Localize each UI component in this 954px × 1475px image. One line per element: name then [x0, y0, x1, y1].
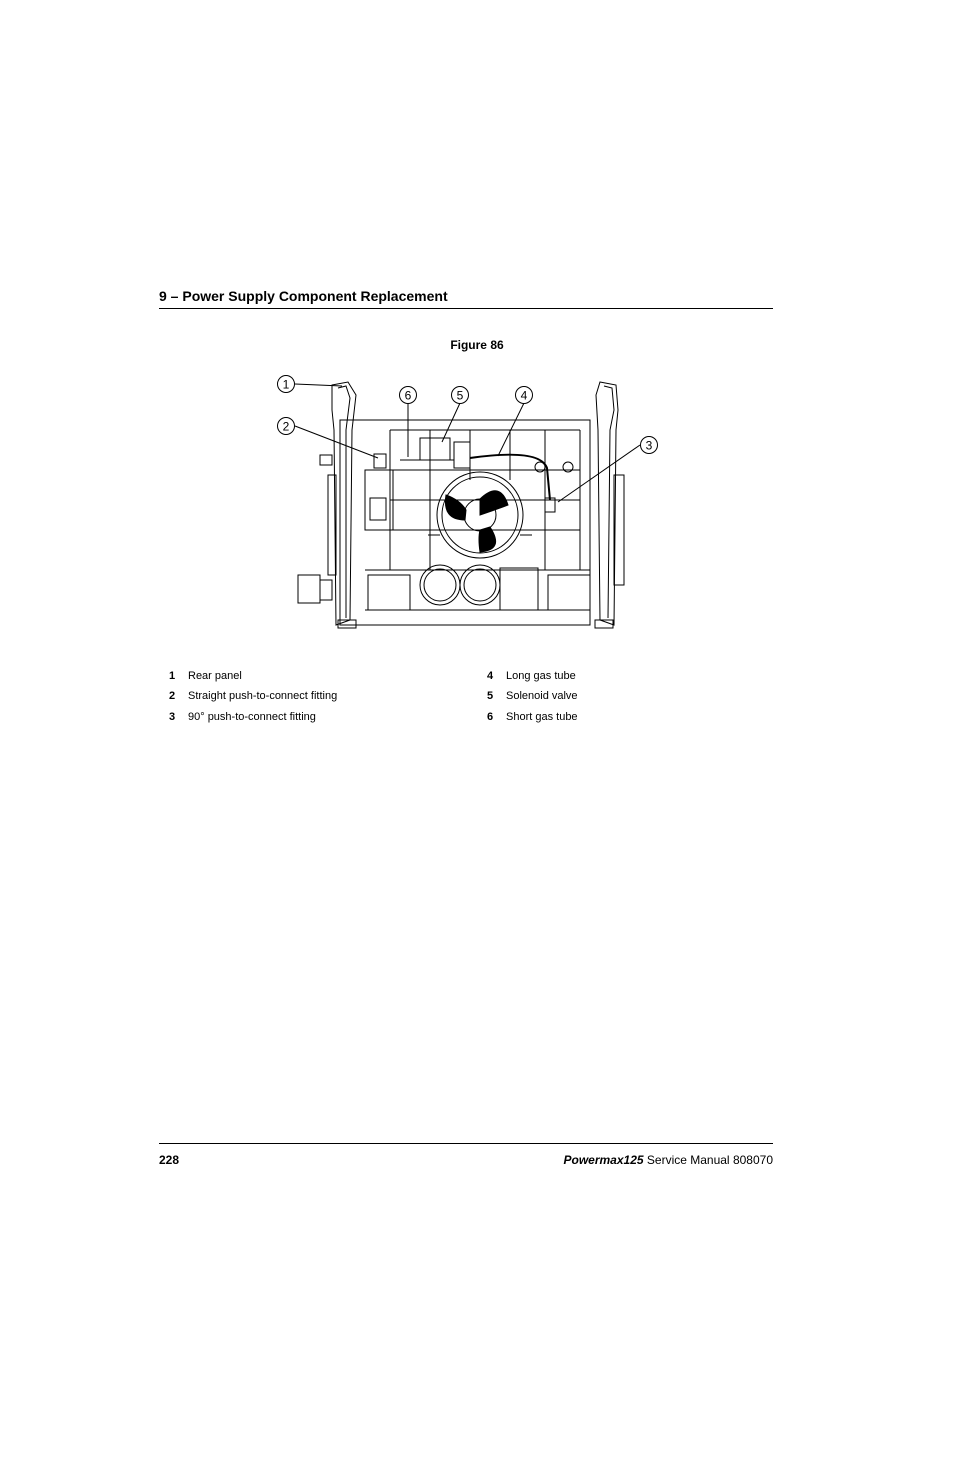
legend-item: 4 Long gas tube	[487, 670, 576, 682]
callout-4: 4	[521, 389, 528, 403]
legend-number: 4	[487, 670, 494, 682]
legend-number: 1	[169, 670, 176, 682]
legend-label: 90° push-to-connect fitting	[188, 711, 316, 723]
legend-label: Long gas tube	[506, 670, 576, 682]
legend-number: 3	[169, 711, 176, 723]
legend-item: 1 Rear panel	[169, 670, 242, 682]
part-number: 808070	[732, 1153, 773, 1167]
callout-5: 5	[457, 389, 464, 403]
legend-item: 6 Short gas tube	[487, 711, 578, 723]
footer-divider	[159, 1143, 773, 1144]
legend-number: 5	[487, 690, 494, 702]
legend-label: Rear panel	[188, 670, 242, 682]
legend-number: 6	[487, 711, 494, 723]
legend-item: 2 Straight push-to-connect fitting	[169, 690, 337, 702]
page-number: 228	[159, 1153, 180, 1167]
legend-label: Solenoid valve	[506, 690, 578, 702]
legend-number: 2	[169, 690, 176, 702]
power-supply-illustration: 1 2 3 4 5 6	[277, 375, 658, 629]
callout-3: 3	[646, 439, 653, 453]
callout-2: 2	[283, 420, 290, 434]
product-name: Powermax125	[563, 1153, 644, 1167]
footer-document-info: Powermax125 Service Manual 808070	[563, 1153, 773, 1167]
callout-1: 1	[283, 378, 290, 392]
legend-label: Straight push-to-connect fitting	[188, 690, 338, 702]
figure-caption: Figure 86	[450, 338, 504, 352]
manual-name: Service Manual	[646, 1153, 730, 1167]
callout-6: 6	[405, 389, 412, 403]
section-header-title: 9 – Power Supply Component Replacement	[159, 288, 448, 304]
legend-item: 3 90° push-to-connect fitting	[169, 711, 316, 723]
legend-item: 5 Solenoid valve	[487, 690, 578, 702]
header-divider	[159, 308, 773, 309]
legend-label: Short gas tube	[506, 711, 578, 723]
